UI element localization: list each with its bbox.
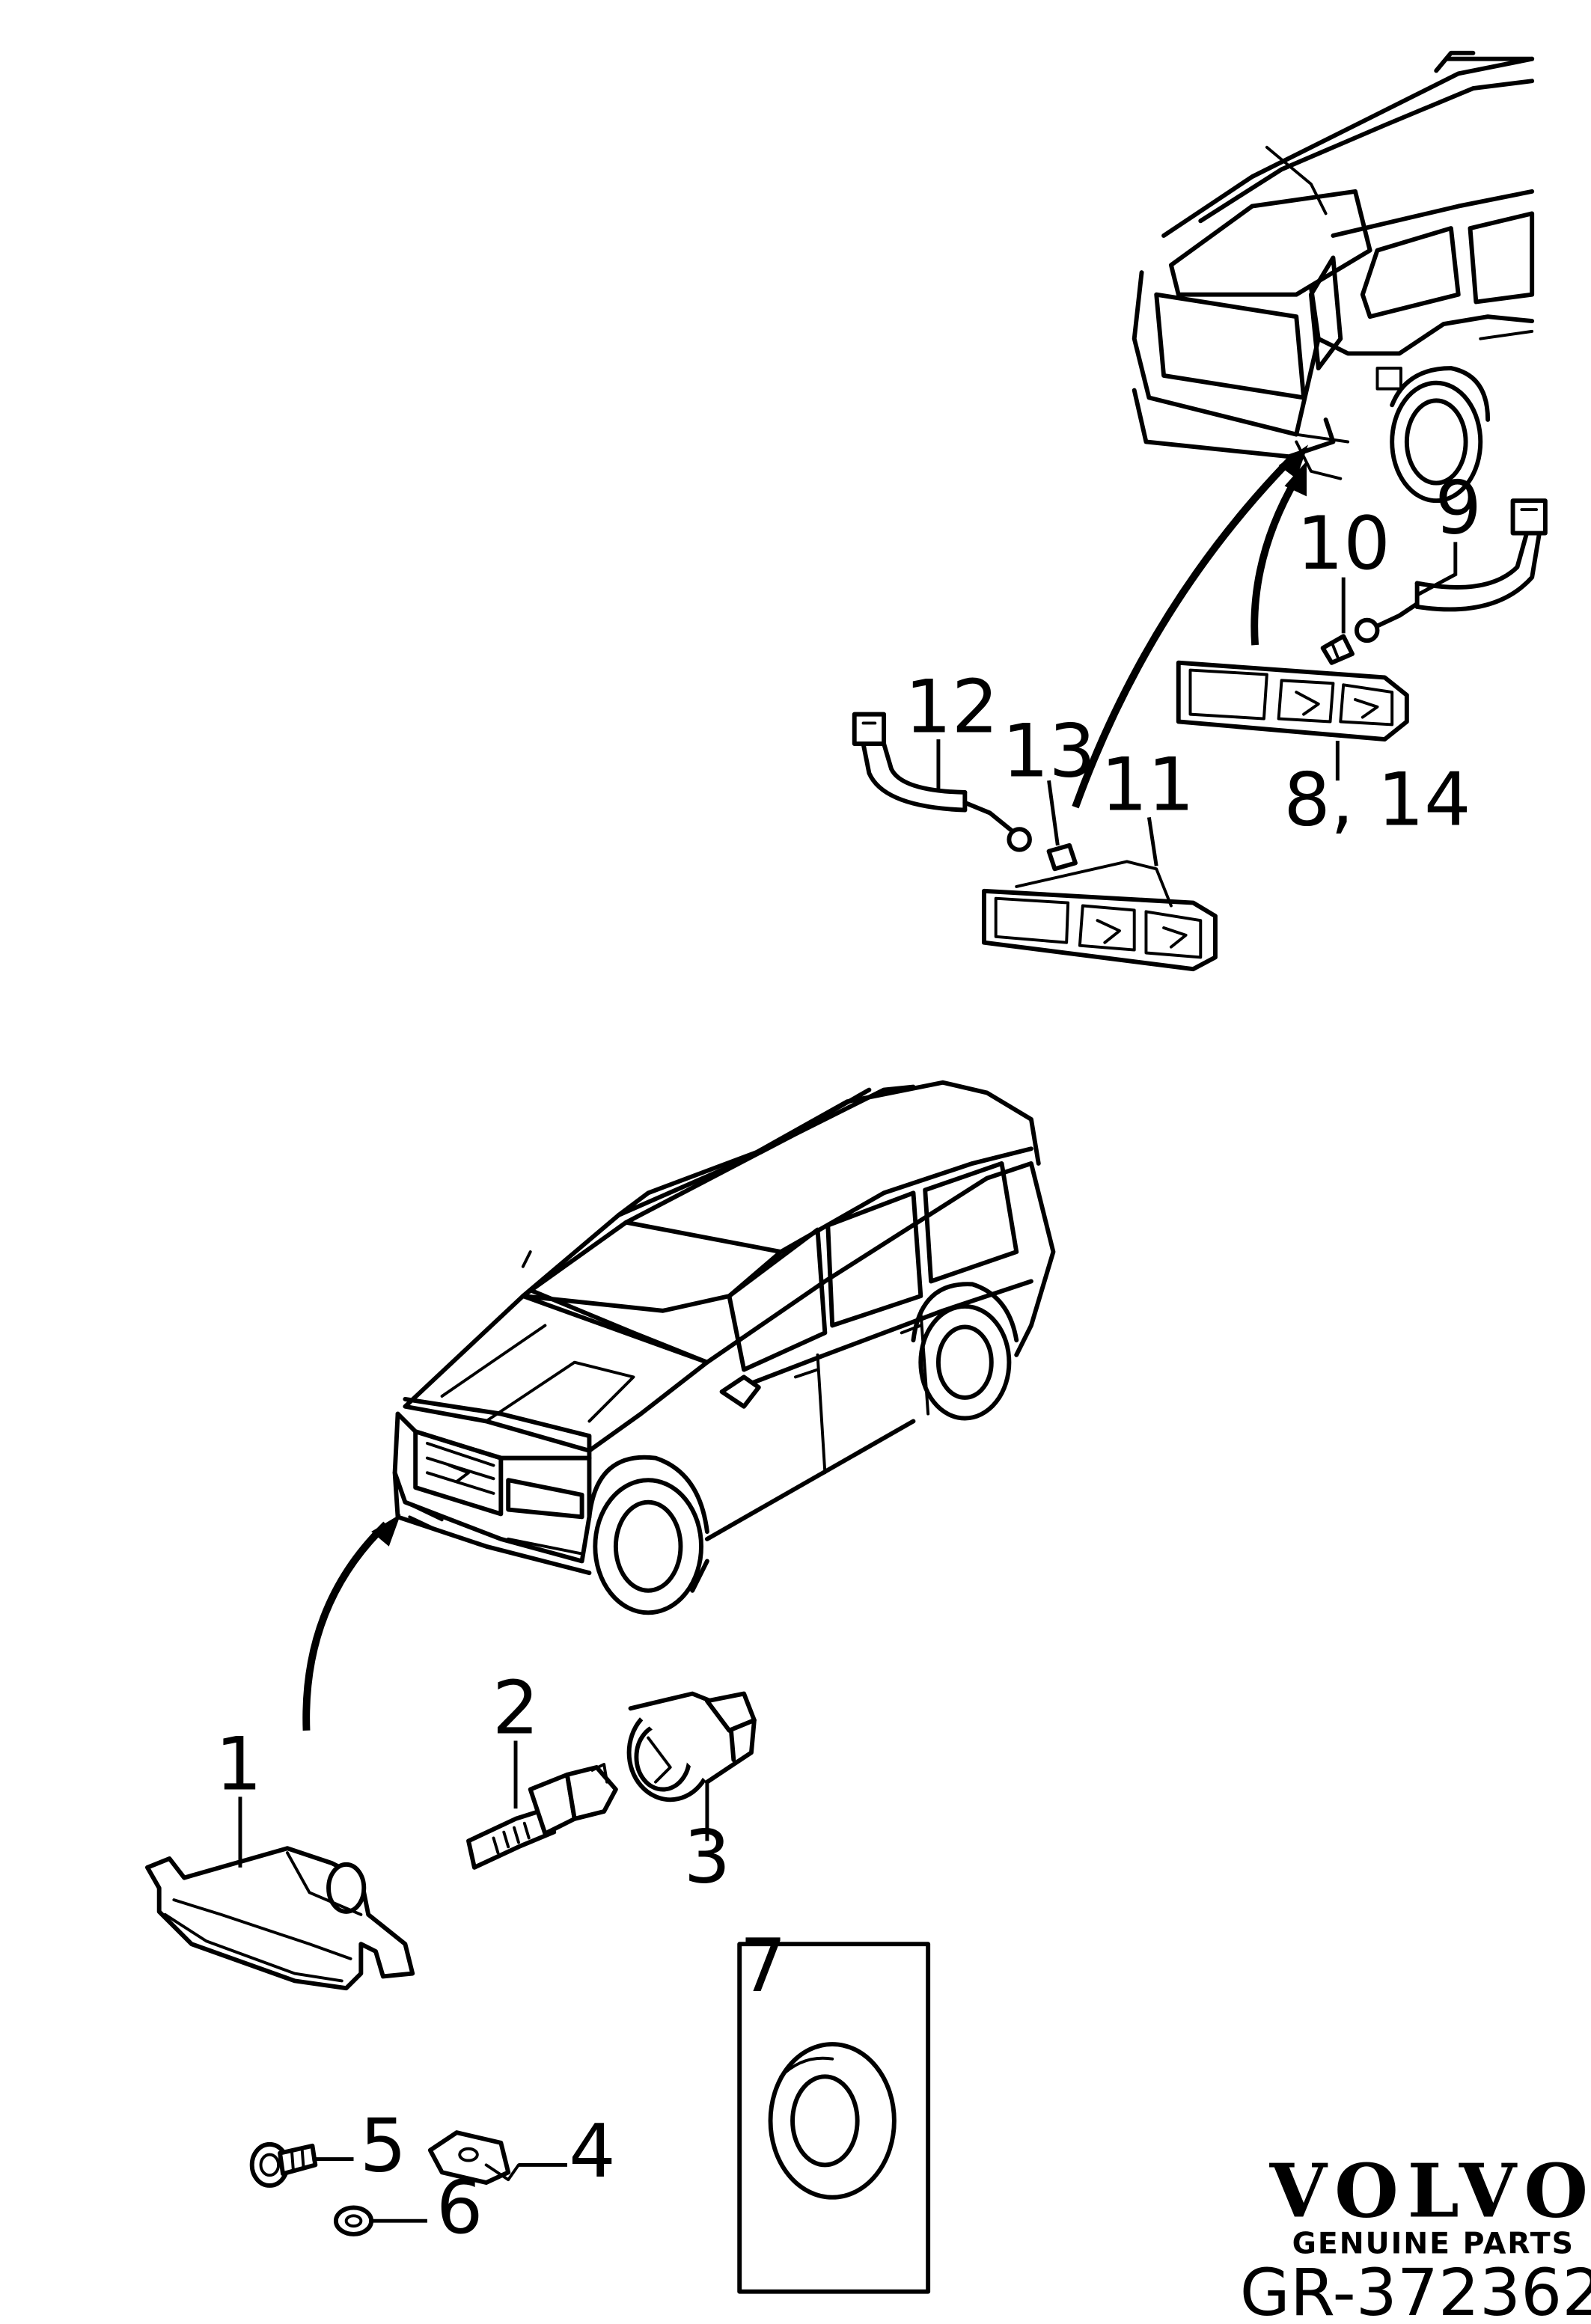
bulb-holder-3 xyxy=(626,1691,757,1802)
screw-5 xyxy=(249,2141,318,2188)
callout-12: 12 xyxy=(905,664,998,750)
volvo-logo: VOLVO xyxy=(1269,2148,1591,2234)
callout-6: 6 xyxy=(436,2165,483,2251)
front-vehicle-illustration xyxy=(392,1080,1056,1615)
arrow-rear-right xyxy=(1250,461,1307,646)
callout-10: 10 xyxy=(1297,501,1390,587)
arrow-rear-left xyxy=(1072,444,1308,809)
callout-8-14: 8, 14 xyxy=(1283,757,1471,843)
bulb-10 xyxy=(1320,634,1355,665)
rear-reflector-right xyxy=(1176,660,1409,742)
washer-6 xyxy=(333,2205,374,2236)
callout-5: 5 xyxy=(360,2103,407,2189)
gasket-7-box xyxy=(737,1942,931,2294)
clip-4 xyxy=(427,2130,520,2185)
callout-7: 7 xyxy=(739,1924,787,2009)
callout-13: 13 xyxy=(1002,709,1096,794)
leader-lines xyxy=(238,542,1458,2223)
bulb-13 xyxy=(1046,843,1078,872)
callout-4: 4 xyxy=(569,2109,616,2195)
rear-vehicle-illustration xyxy=(1132,50,1535,504)
callout-1: 1 xyxy=(216,1722,263,1808)
genuine-parts-label: GENUINE PARTS xyxy=(1292,2227,1575,2261)
bulb-2 xyxy=(466,1763,618,1870)
callout-3: 3 xyxy=(684,1815,731,1901)
drawing-code: GR-372362 xyxy=(1240,2256,1591,2324)
wiring-harness-12 xyxy=(852,712,1032,852)
callout-2: 2 xyxy=(492,1666,540,1752)
callout-11: 11 xyxy=(1101,743,1194,828)
arrow-front xyxy=(302,1514,401,1731)
rear-reflector-left xyxy=(981,860,1218,972)
callout-9: 9 xyxy=(1435,466,1482,551)
fog-lamp-1 xyxy=(144,1846,415,1991)
